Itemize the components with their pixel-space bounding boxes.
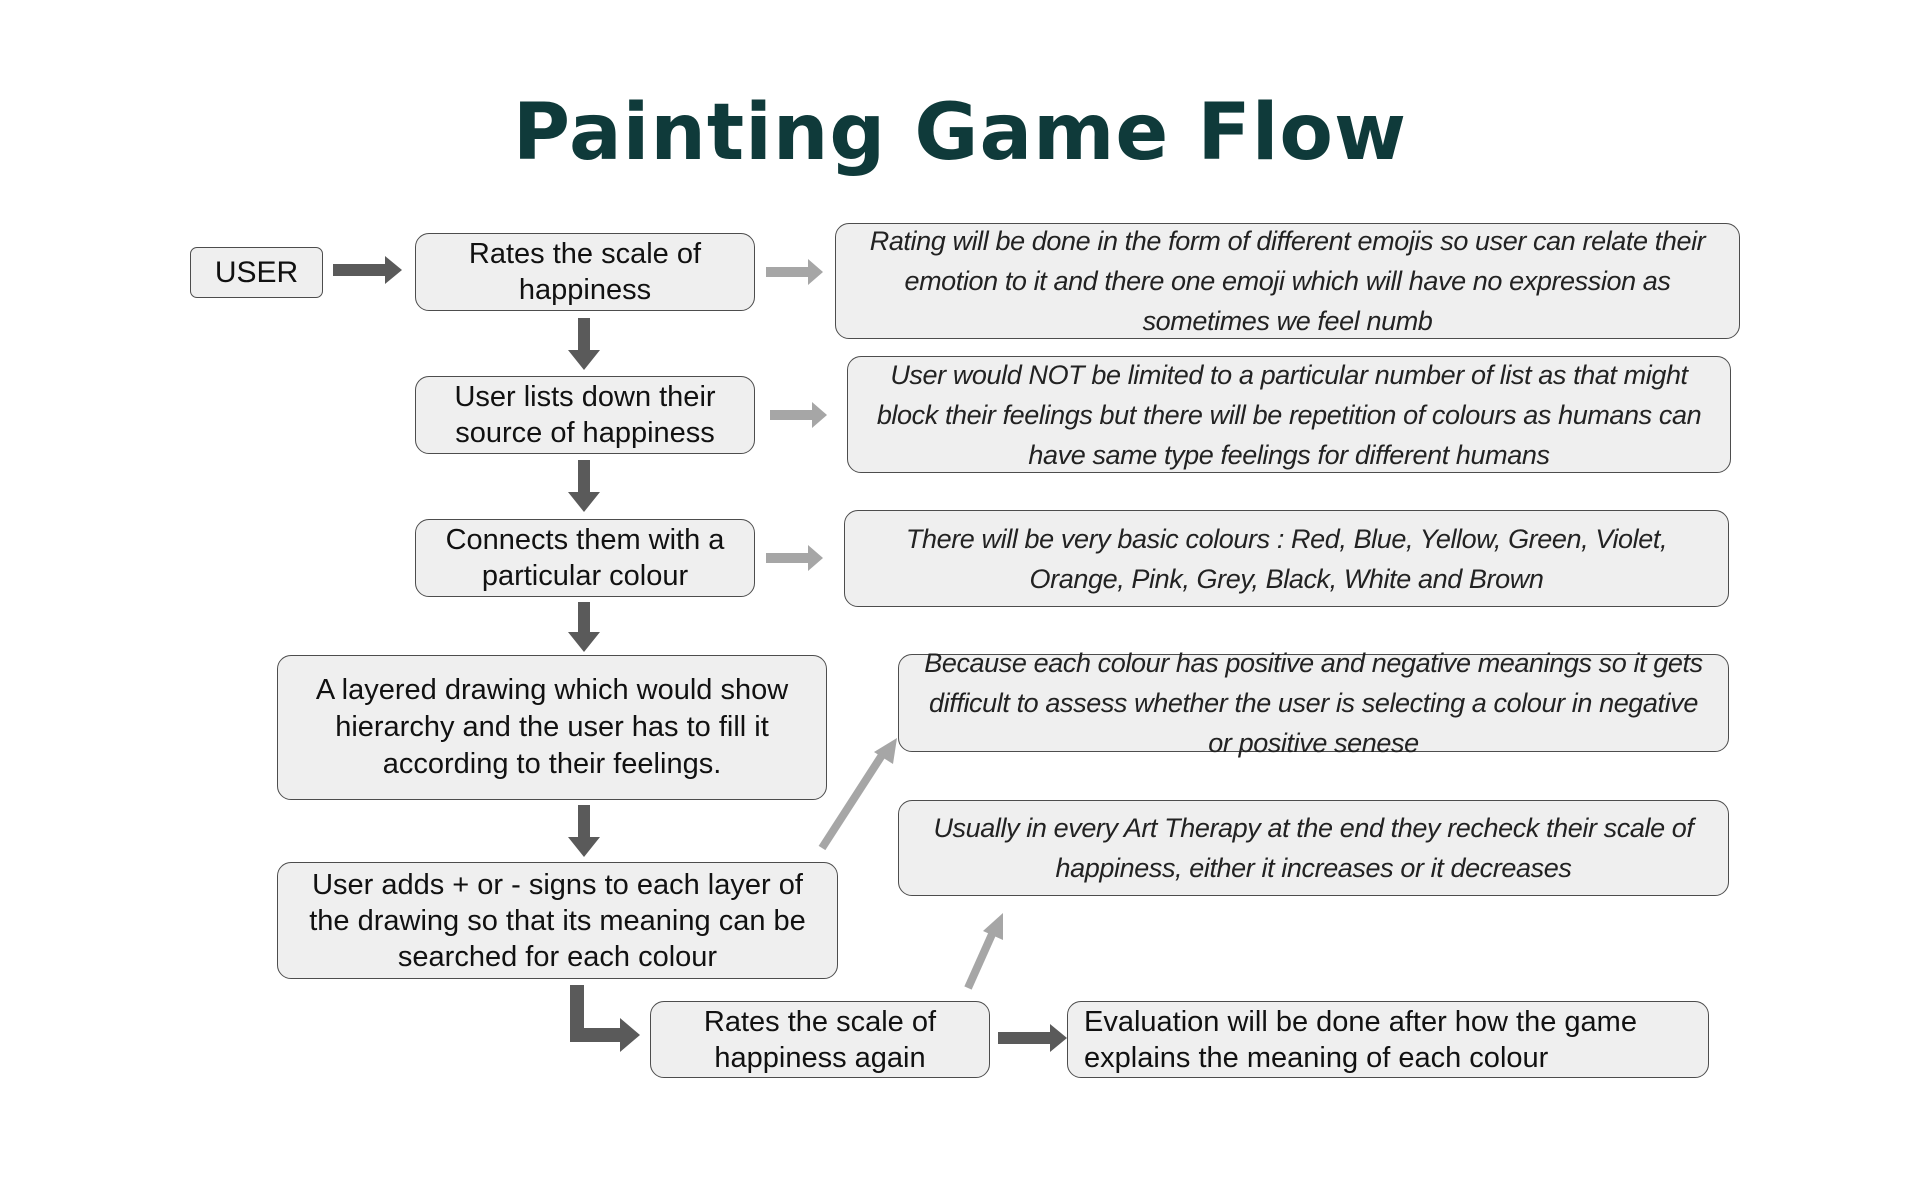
step-evaluation: Evaluation will be done after how the ga… (1067, 1001, 1709, 1078)
arrow-list-to-connect (568, 460, 600, 512)
step-list-sources-text: User lists down their source of happines… (454, 381, 716, 449)
step-connect-colour-text: Connects them with a particular colour (445, 524, 725, 592)
note-meanings: Because each colour has positive and neg… (898, 648, 1729, 758)
arrow-connect-to-note (766, 545, 823, 571)
step-layered-drawing-text: A layered drawing which would show hiera… (315, 674, 789, 780)
arrow-rate-again-to-therapy-note (964, 930, 997, 990)
step-evaluation-text: Evaluation will be done after how the ga… (1084, 1005, 1637, 1074)
note-meanings-text: Because each colour has positive and neg… (924, 648, 1703, 758)
note-no-limit: User would NOT be limited to a particula… (847, 356, 1731, 473)
step-layered-drawing: A layered drawing which would show hiera… (277, 655, 827, 800)
step-connect-colour: Connects them with a particular colour (415, 519, 755, 597)
step-rate-happiness: Rates the scale of happiness (415, 233, 755, 311)
note-no-limit-text: User would NOT be limited to a particula… (876, 359, 1702, 470)
arrow-signs-to-rate-again (570, 985, 640, 1052)
step-rate-again: Rates the scale of happiness again (650, 1001, 990, 1078)
step-add-signs: User adds + or - signs to each layer of … (277, 862, 838, 979)
note-basic-colours-text: There will be very basic colours : Red, … (905, 523, 1668, 594)
arrow-signs-to-meanings-note (818, 749, 888, 851)
note-art-therapy-text: Usually in every Art Therapy at the end … (933, 813, 1694, 883)
user-box: USER (190, 247, 323, 298)
user-label: USER (214, 255, 299, 289)
note-art-therapy: Usually in every Art Therapy at the end … (898, 800, 1729, 896)
step-add-signs-text: User adds + or - signs to each layer of … (309, 868, 806, 973)
note-basic-colours: There will be very basic colours : Red, … (844, 510, 1729, 607)
note-emojis-text: Rating will be done in the form of diffe… (869, 226, 1706, 336)
arrow-connect-to-drawing (568, 602, 600, 652)
arrow-drawing-to-signs (568, 805, 600, 857)
page-title: Painting Game Flow (512, 88, 1408, 178)
step-rate-again-text: Rates the scale of happiness again (703, 1005, 937, 1074)
arrow-user-to-rate (333, 256, 402, 284)
arrow-list-to-note (770, 402, 827, 428)
step-list-sources: User lists down their source of happines… (415, 376, 755, 454)
arrow-rate-to-note (766, 259, 823, 285)
step-rate-happiness-text: Rates the scale of happiness (468, 238, 702, 306)
arrow-rate-again-to-evaluation (998, 1024, 1067, 1052)
arrow-rate-to-list (568, 318, 600, 370)
note-emojis: Rating will be done in the form of diffe… (835, 223, 1740, 339)
